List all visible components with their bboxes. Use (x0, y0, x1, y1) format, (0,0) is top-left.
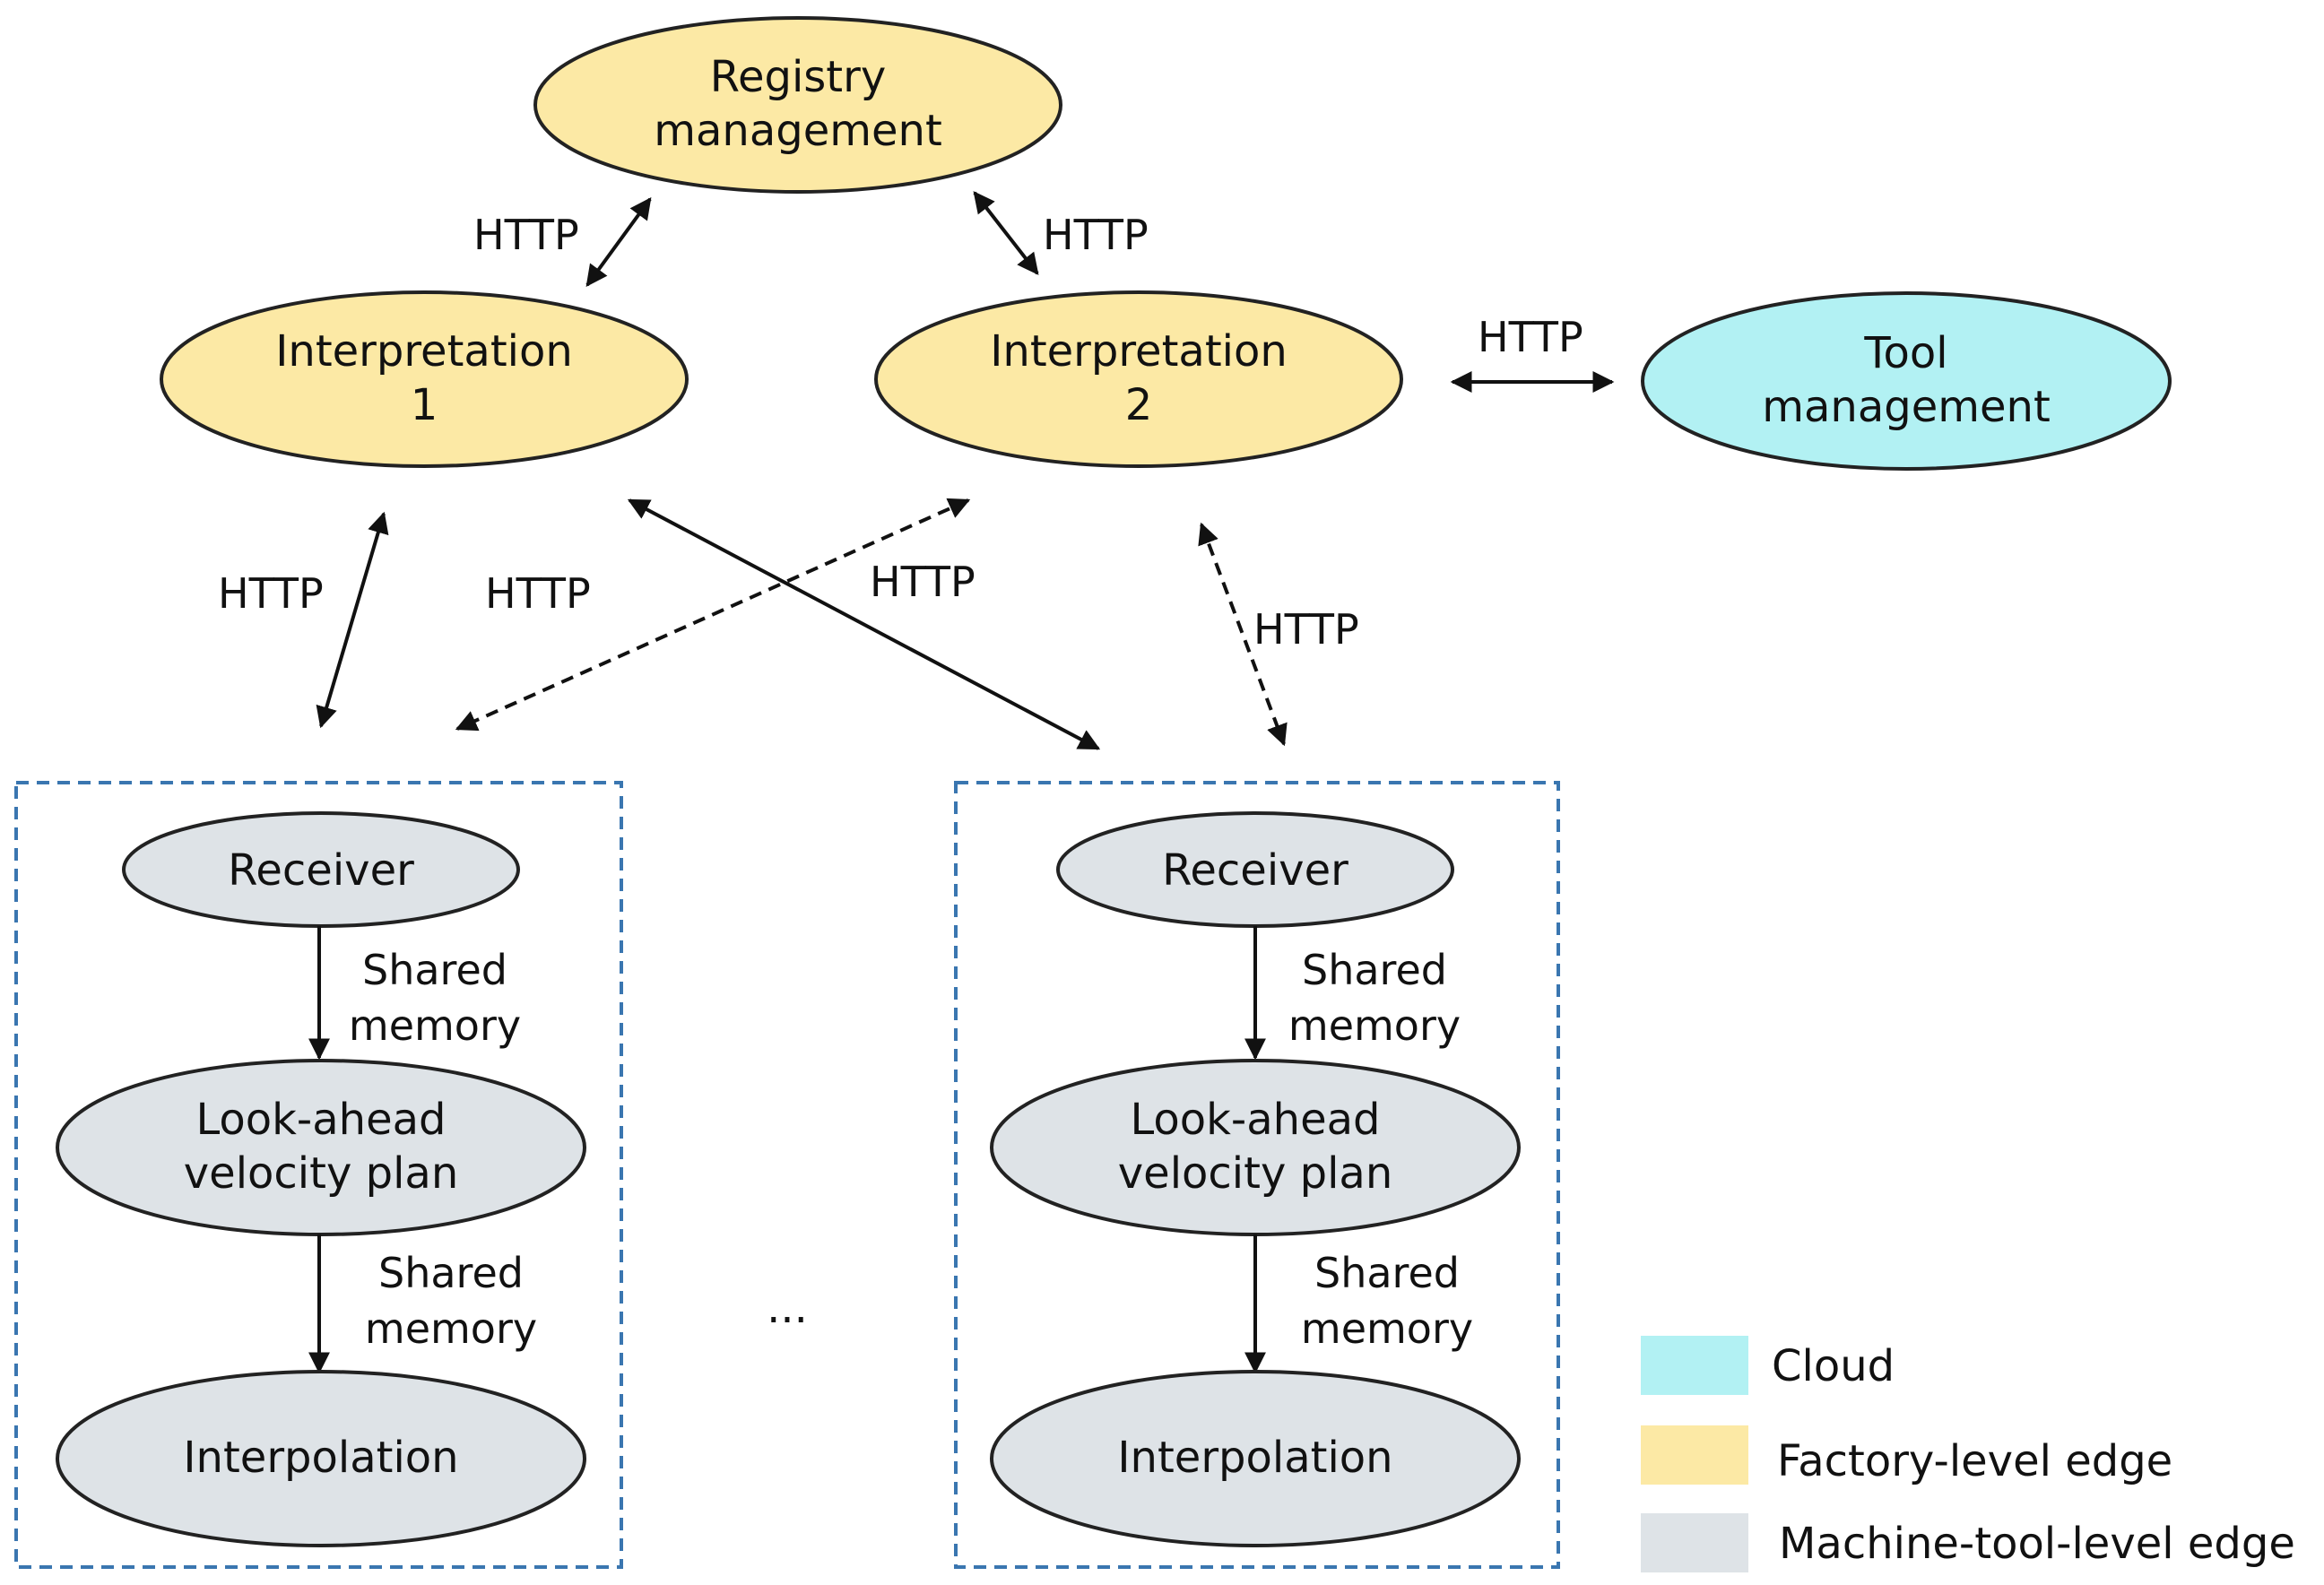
http-label-registry-interp1: HTTP (473, 211, 579, 259)
legend-label-factory: Factory-level edge (1777, 1436, 2172, 1486)
machine2-shared-label-2-line2: memory (1301, 1304, 1473, 1353)
legend-swatch-machine (1641, 1513, 1748, 1572)
machine2-receiver-node[interactable]: Receiver (1056, 811, 1454, 928)
machine1-shared-label-1-line2: memory (349, 1001, 521, 1050)
tool-management-node[interactable]: Tool management (1641, 291, 2172, 471)
interpretation-2-label-line1: Interpretation (990, 326, 1288, 377)
http-label-interp2-tool: HTTP (1478, 313, 1583, 361)
machine1-receiver-node[interactable]: Receiver (122, 811, 520, 928)
machine-group-1-border (14, 781, 623, 1569)
interpretation-2-node[interactable]: Interpretation 2 (874, 290, 1403, 468)
more-machines-ellipsis: ... (767, 1283, 808, 1333)
legend: Cloud Factory-level edge Machine-tool-le… (1641, 1336, 2295, 1572)
http-arrow-interp1-machine2 (627, 498, 1101, 750)
http-label-interp2-machine1: HTTP (485, 569, 591, 618)
http-dashed-arrow-interp2-machine2 (1198, 522, 1288, 747)
registry-label-line2: management (654, 106, 942, 156)
http-label-interp1-machine1: HTTP (218, 569, 324, 618)
tool-label-line2: management (1762, 382, 2051, 432)
machine2-interpolation-label: Interpolation (1117, 1433, 1392, 1483)
machine2-lookahead-label-line1: Look-ahead (1131, 1095, 1381, 1145)
machine2-lookahead-label-line2: velocity plan (1118, 1148, 1393, 1199)
machine1-lookahead-node[interactable]: Look-ahead velocity plan (56, 1059, 586, 1236)
machine2-shared-label-1-line1: Shared (1302, 946, 1447, 994)
machine1-shared-label-1-line1: Shared (362, 946, 507, 994)
http-arrow-registry-interp1 (585, 197, 652, 287)
machine2-receiver-label: Receiver (1162, 845, 1348, 896)
interpretation-1-label-line1: Interpretation (275, 326, 573, 377)
machine-group-2-border (954, 781, 1560, 1569)
http-arrow-registry-interp2 (973, 191, 1039, 275)
legend-swatch-cloud (1641, 1336, 1748, 1395)
machine2-shared-label-2-line1: Shared (1314, 1249, 1460, 1297)
interpretation-1-node[interactable]: Interpretation 1 (160, 290, 689, 468)
legend-swatch-factory (1641, 1425, 1748, 1485)
http-label-interp1-machine2: HTTP (870, 558, 976, 606)
http-label-interp2-machine2: HTTP (1253, 605, 1359, 654)
tool-label-line1: Tool (1863, 328, 1947, 378)
machine1-receiver-label: Receiver (228, 845, 414, 896)
machine2-lookahead-node[interactable]: Look-ahead velocity plan (990, 1059, 1521, 1236)
machine2-interpolation-node[interactable]: Interpolation (990, 1370, 1521, 1547)
machine2-shared-label-1-line2: memory (1288, 1001, 1461, 1050)
machine1-lookahead-label-line2: velocity plan (184, 1148, 459, 1199)
http-arrow-interp1-machine1 (316, 511, 389, 729)
interpretation-2-label-line2: 2 (1125, 380, 1153, 430)
interpretation-1-label-line2: 1 (411, 380, 438, 430)
machine1-interpolation-label: Interpolation (183, 1433, 458, 1483)
registry-management-node[interactable]: Registry management (533, 16, 1062, 194)
machine1-shared-label-2-line1: Shared (378, 1249, 524, 1297)
machine1-interpolation-node[interactable]: Interpolation (56, 1370, 586, 1547)
registry-label-line1: Registry (710, 52, 887, 102)
http-label-registry-interp2: HTTP (1043, 211, 1149, 259)
legend-label-cloud: Cloud (1772, 1341, 1895, 1391)
machine1-lookahead-label-line1: Look-ahead (196, 1095, 447, 1145)
machine1-shared-label-2-line2: memory (365, 1304, 537, 1353)
legend-label-machine: Machine-tool-level edge (1779, 1519, 2295, 1569)
